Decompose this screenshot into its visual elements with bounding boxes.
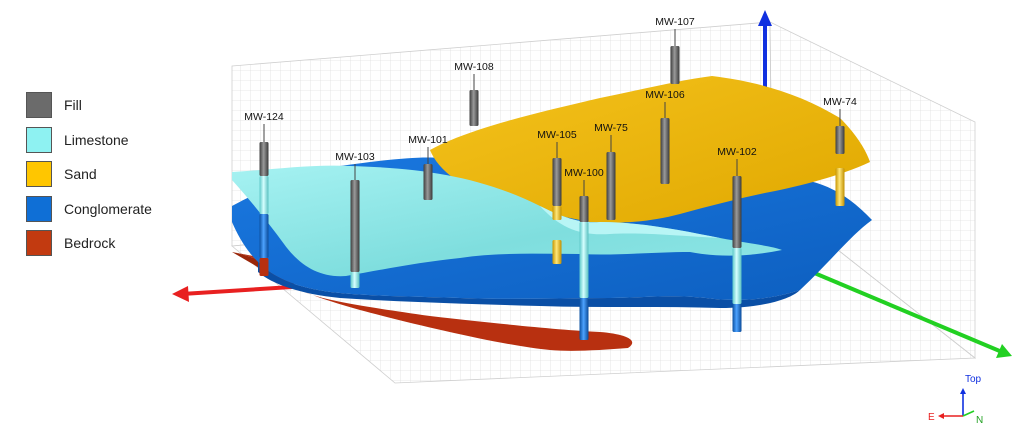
well-label: MW-101 <box>408 134 448 146</box>
well-mw-102: MW-102 <box>717 146 757 332</box>
legend-label-conglomerate: Conglomerate <box>64 200 152 217</box>
sand-surface <box>430 76 870 223</box>
well-segment-bed <box>259 258 269 276</box>
well-mw-75: MW-75 <box>594 122 628 220</box>
well-segment-fill <box>670 46 680 84</box>
x-axis-arrow <box>172 286 189 302</box>
conglomerate-swatch <box>26 195 52 222</box>
triad-north-label: N <box>976 415 983 426</box>
legend-item-fill: Fill <box>26 88 152 123</box>
bedrock-surface <box>232 252 633 351</box>
limestone-surface <box>232 165 782 277</box>
z-axis-arrow <box>758 10 772 26</box>
well-label: MW-105 <box>537 129 577 141</box>
well-segment-fill <box>732 176 742 248</box>
well-segment-sand <box>835 168 845 206</box>
well-segment-cong <box>732 304 742 332</box>
well-segment-fill <box>552 158 562 206</box>
well-segment-fill <box>606 152 616 220</box>
well-segment-fill <box>835 126 845 154</box>
well-segment-lime <box>350 272 360 288</box>
well-mw-103: MW-103 <box>335 151 375 288</box>
legend: Fill Limestone Sand Conglomerate Bedrock <box>26 88 152 261</box>
legend-item-bedrock: Bedrock <box>26 226 152 261</box>
well-mw-124: MW-124 <box>244 111 284 276</box>
well-segment-fill <box>660 118 670 184</box>
well-label: MW-100 <box>564 167 604 179</box>
conglomerate-edge <box>258 262 800 308</box>
well-segment-fill <box>259 142 269 176</box>
triad-east-label: E <box>928 412 935 423</box>
well-segment-lime <box>579 222 589 298</box>
well-label: MW-108 <box>454 61 494 73</box>
well-segment-sand <box>552 206 562 220</box>
sand-swatch <box>26 161 52 188</box>
limestone-swatch <box>26 126 52 153</box>
orientation-triad: Top E N <box>928 374 983 426</box>
well-segment-sand <box>552 240 562 264</box>
well-segment-lime <box>259 176 269 214</box>
well-segment-fill <box>423 164 433 200</box>
legend-label-bedrock: Bedrock <box>64 235 116 252</box>
triad-top-label: Top <box>965 374 982 385</box>
well-segment-lime <box>732 248 742 304</box>
well-segment-fill <box>579 196 589 222</box>
bedrock-swatch <box>26 230 52 257</box>
well-mw-74: MW-74 <box>823 96 857 206</box>
legend-item-limestone: Limestone <box>26 123 152 158</box>
well-label: MW-106 <box>645 89 685 101</box>
well-segment-fill <box>469 90 479 126</box>
well-label: MW-103 <box>335 151 375 163</box>
well-segment-cong <box>259 214 269 258</box>
legend-item-conglomerate: Conglomerate <box>26 192 152 227</box>
well-label: MW-75 <box>594 122 628 134</box>
well-mw-107: MW-107 <box>655 16 695 84</box>
legend-label-fill: Fill <box>64 97 82 114</box>
well-label: MW-107 <box>655 16 695 28</box>
well-segment-cong <box>579 298 589 340</box>
well-label: MW-124 <box>244 111 284 123</box>
well-segment-fill <box>350 180 360 272</box>
legend-label-limestone: Limestone <box>64 131 129 148</box>
well-mw-106: MW-106 <box>645 89 685 184</box>
well-mw-105: MW-105 <box>537 129 577 264</box>
well-label: MW-102 <box>717 146 757 158</box>
well-mw-100: MW-100 <box>564 167 604 340</box>
well-label: MW-74 <box>823 96 857 108</box>
y-axis-arrow <box>996 344 1012 358</box>
x-axis <box>181 285 293 296</box>
fill-swatch <box>26 92 52 119</box>
well-mw-108: MW-108 <box>454 61 494 126</box>
well-mw-101: MW-101 <box>408 134 448 200</box>
y-axis <box>811 270 1003 354</box>
legend-item-sand: Sand <box>26 157 152 192</box>
legend-label-sand: Sand <box>64 166 97 183</box>
